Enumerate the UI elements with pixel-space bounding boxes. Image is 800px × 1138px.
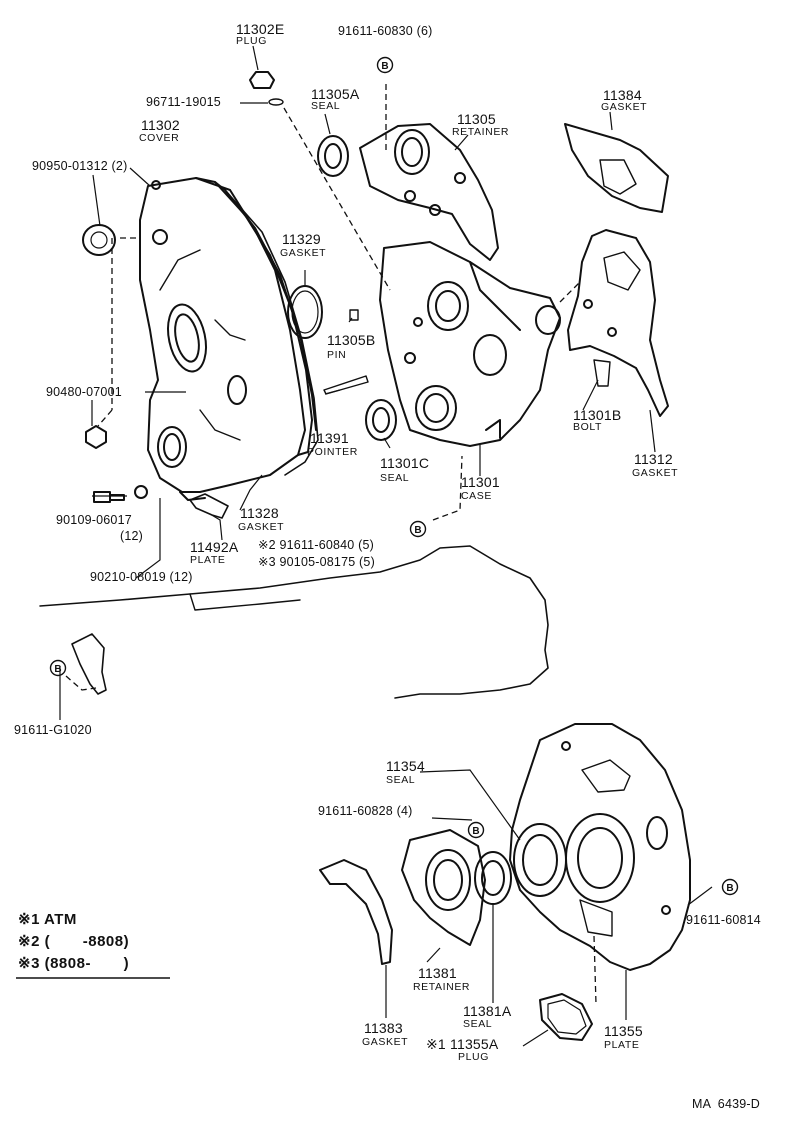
label-11355a-number: ※1 11355A (426, 1036, 499, 1052)
gasket-11384 (564, 123, 669, 213)
engine-block-outline (39, 545, 549, 699)
bolt-11301b (593, 359, 611, 387)
label-11355-name: PLATE (604, 1039, 640, 1051)
timing-cover-11302 (139, 177, 317, 501)
callout-b-5 (721, 878, 739, 896)
case-11301 (379, 241, 561, 447)
label-11381-number: 11381 (418, 965, 457, 981)
plug-11302e (249, 71, 275, 89)
gasket-11329 (287, 285, 323, 339)
seal-11354 (513, 823, 567, 897)
oring-96711 (268, 98, 284, 106)
label-11354-name: SEAL (386, 774, 416, 786)
label-90109-06017: 90109-06017 (56, 513, 132, 527)
retainer-11381 (401, 829, 486, 946)
callout-b-1 (376, 56, 394, 74)
label-11301-number: 11301 (461, 474, 500, 490)
note-after-8808: ※3 (8808- ) (18, 955, 130, 972)
label-11305b-number: 11305B (327, 332, 376, 348)
callout-b-3-letter: B (54, 664, 61, 675)
label-11391-name: POINTER (307, 446, 358, 458)
label-96711-19015: 96711-19015 (146, 95, 221, 109)
label-11305a-name: SEAL (311, 100, 341, 112)
label-11301b-name: BOLT (573, 421, 603, 433)
plate-11355 (509, 723, 691, 971)
seal-11305a (317, 135, 349, 177)
label-11302-number: 11302 (141, 117, 180, 133)
callout-b-2 (409, 520, 427, 538)
seal-11381a (474, 851, 512, 905)
pointer-11391 (323, 375, 369, 395)
label-11355a-name: PLUG (458, 1051, 489, 1063)
label-90105-08175: ※3 90105-08175 (5) (258, 555, 375, 569)
callout-b-2-letter: B (414, 525, 421, 536)
drawing-code: MA 6439-D (692, 1097, 761, 1111)
label-11305-name: RETAINER (452, 126, 510, 138)
bolt-90480 (85, 425, 107, 449)
label-11305-number: 11305 (457, 111, 496, 127)
note-atm: ※1 ATM (18, 911, 77, 928)
label-11301b-number: 11301B (573, 407, 622, 423)
callout-b-3 (49, 659, 67, 677)
label-11492a-number: 11492A (190, 539, 239, 555)
plug-11355a (539, 993, 593, 1041)
pin-11305b (349, 309, 359, 321)
callout-b-5-letter: B (726, 883, 733, 894)
label-11383-number: 11383 (364, 1020, 403, 1036)
label-11391-number: 11391 (310, 430, 349, 446)
label-11381-name: RETAINER (413, 981, 471, 993)
label-11381a-number: 11381A (463, 1003, 512, 1019)
callout-b-4 (467, 821, 485, 839)
label-90109-qty: (12) (120, 529, 144, 543)
plate-11492a (189, 493, 229, 519)
label-11302e-number: 11302E (236, 21, 285, 37)
label-11328-number: 11328 (240, 505, 279, 521)
washer-90210 (134, 485, 148, 499)
label-11329-number: 11329 (282, 231, 321, 247)
label-91611-60840: ※2 91611-60840 (5) (258, 538, 375, 552)
bracket-91611-g1020 (71, 633, 107, 695)
plug-90950 (82, 224, 116, 256)
label-91611-g1020: 91611-G1020 (14, 723, 92, 737)
label-11301-name: CASE (461, 490, 492, 502)
label-90950-01312: 90950-01312 (2) (32, 159, 128, 173)
label-91611-60828: 91611-60828 (4) (318, 804, 413, 818)
label-11312-name: GASKET (632, 467, 679, 479)
gasket-11383 (319, 859, 393, 965)
label-11355-number: 11355 (604, 1023, 643, 1039)
label-11302e-name: PLUG (236, 35, 267, 47)
bolt-90109 (93, 491, 125, 503)
label-11305b-name: PIN (327, 349, 347, 361)
label-11305a-number: 11305A (311, 86, 360, 102)
retainer-11305 (359, 123, 499, 261)
label-91611-60830: 91611-60830 (6) (338, 24, 433, 38)
label-11329-name: GASKET (280, 247, 327, 259)
label-11301c-name: SEAL (380, 472, 410, 484)
label-11384-number: 11384 (603, 87, 642, 103)
callout-b-4-letter: B (472, 826, 479, 837)
label-90210-08019: 90210-08019 (12) (90, 570, 193, 584)
note-before-8808: ※2 ( -8808) (18, 933, 130, 950)
label-11312-number: 11312 (634, 451, 673, 467)
callout-b-1-letter: B (381, 61, 388, 72)
label-11302-name: COVER (139, 132, 180, 144)
label-91611-60814: 91611-60814 (686, 913, 761, 927)
label-11384-name: GASKET (601, 101, 648, 113)
gasket-11328 (224, 189, 319, 476)
seal-11301c (365, 399, 397, 441)
label-11354-number: 11354 (386, 758, 425, 774)
label-90480-07001: 90480-07001 (46, 385, 122, 399)
label-11383-name: GASKET (362, 1036, 409, 1048)
gasket-11312 (567, 229, 669, 417)
label-11301c-number: 11301C (380, 455, 430, 471)
label-11381a-name: SEAL (463, 1018, 493, 1030)
label-11328-name: GASKET (238, 521, 285, 533)
label-11492a-name: PLATE (190, 554, 226, 566)
